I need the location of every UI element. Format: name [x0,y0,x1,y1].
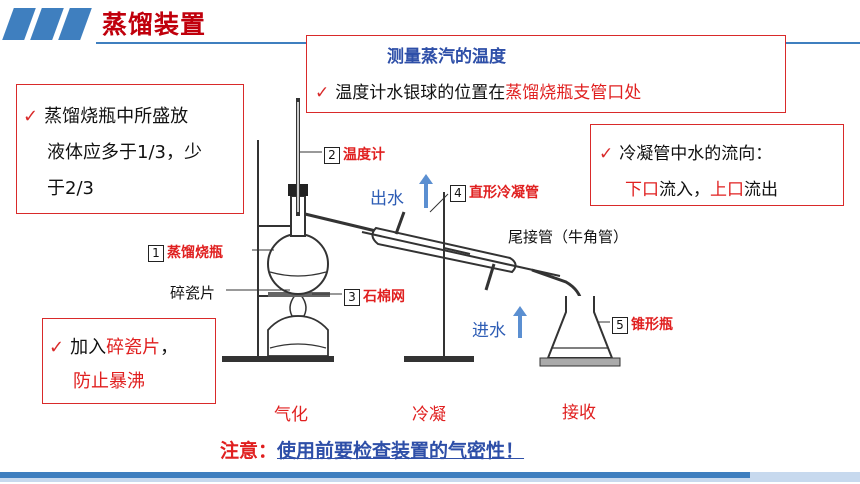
label-text: 温度计 [343,147,385,163]
label-text: 蒸馏烧瓶 [167,245,223,261]
label-number: 5 [612,317,628,334]
condenser-inner [361,231,561,277]
box-heading: 测量蒸汽的温度 [387,47,506,67]
water-inlet [484,263,496,291]
info-box-flask: ✓蒸馏烧瓶中所盛放 液体应多于1/3，少 于2/3 [16,84,244,214]
text-part: 上口 [710,180,744,200]
label-text: 直形冷凝管 [469,185,539,201]
check-icon: ✓ [315,83,330,103]
flask-bulb [267,233,329,295]
text-line: 蒸馏烧瓶中所盛放 [44,106,189,127]
box-text: ✓加入碎瓷片， 防止暴沸 [49,331,178,399]
stage-receive: 接收 [562,403,596,423]
text-part: ， [693,180,710,200]
stage-condense: 冷凝 [412,405,446,425]
label-water-out: 出水 [370,189,404,209]
arrow-up-icon [513,306,527,338]
text-part: ， [160,337,179,358]
check-icon: ✓ [23,106,39,127]
text-part: 流出 [744,180,778,200]
alcohol-lamp [267,315,329,357]
label-text: 石棉网 [363,289,405,305]
label-number: 4 [450,185,466,202]
check-icon: ✓ [49,337,65,358]
text-part: 下口 [625,180,659,200]
text-line: 液体应多于1/3，少 [47,142,202,163]
text-line: 防止暴沸 [73,371,145,392]
box-text: ✓蒸馏烧瓶中所盛放 液体应多于1/3，少 于2/3 [23,99,202,207]
text-part: 加入 [70,337,107,358]
page-title: 蒸馏装置 [102,10,207,39]
text-highlight: 蒸馏烧瓶支管口处 [505,83,642,103]
clamp-middle [443,247,471,255]
leader-condenser [429,193,449,213]
stand-base-left [222,356,334,362]
text-prefix: 温度计水银球的位置在 [335,83,506,103]
info-box-temperature: 测量蒸汽的温度 ✓温度计水银球的位置在蒸馏烧瓶支管口处 [306,35,786,113]
arrow-up-icon [419,174,433,208]
side-arm [304,212,381,234]
box-line: 下口流入，上口流出 [625,175,778,200]
stand-base-middle [404,356,474,362]
text-line: 于2/3 [47,178,94,199]
label-number: 1 [148,245,164,262]
label-adapter: 尾接管（牛角管） [508,228,629,246]
receiver-stand [539,357,621,367]
text-part: 流入 [659,180,693,200]
label-number: 3 [344,289,360,306]
info-box-porcelain: ✓加入碎瓷片， 防止暴沸 [42,318,216,404]
label-text: 锥形瓶 [631,317,673,333]
lamp-liquid [269,343,327,349]
text-part: 碎瓷片 [106,337,161,358]
note-text: 使用前要检查装置的气密性！ [277,440,525,462]
conical-flask [546,296,614,359]
water-outlet [394,211,406,235]
note-prefix: 注意： [220,440,278,462]
label-number: 2 [324,147,340,164]
box-line: ✓温度计水银球的位置在蒸馏烧瓶支管口处 [315,78,641,103]
text-line: 冷凝管中水的流向： [619,144,773,164]
check-icon: ✓ [599,144,614,164]
bottom-bar-dark [0,472,750,478]
flask-liquid [269,271,327,277]
label-porcelain: 碎瓷片 [170,284,216,302]
box-line: ✓冷凝管中水的流向： [599,139,772,164]
note: 注意：使用前要检查装置的气密性！ [220,436,524,463]
stage-vaporize: 气化 [274,405,308,425]
info-box-condenser: ✓冷凝管中水的流向： 下口流入，上口流出 [590,124,844,206]
label-water-in: 进水 [472,321,506,341]
